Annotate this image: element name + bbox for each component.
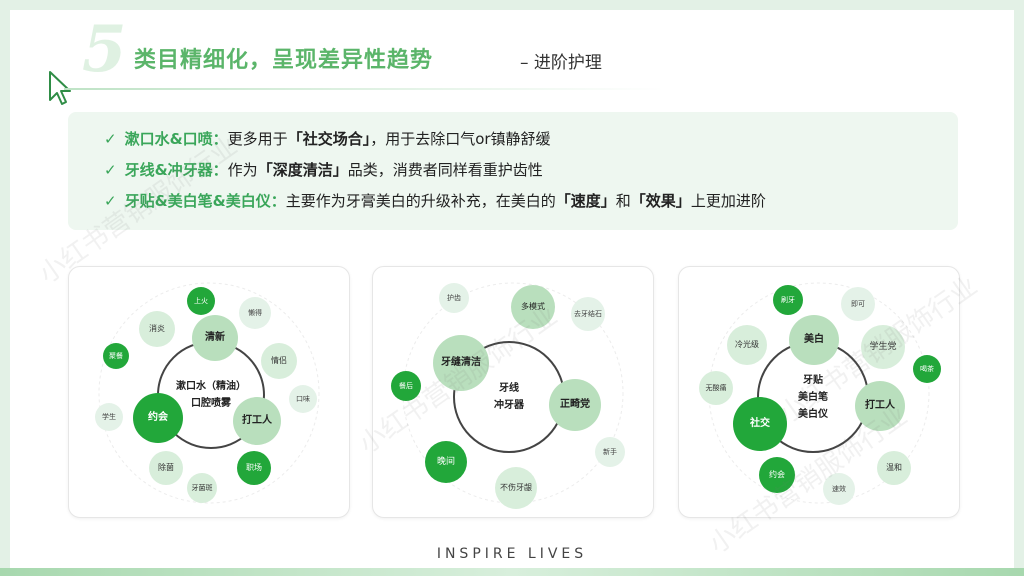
check-icon: ✓	[104, 130, 117, 148]
section-number: 5	[82, 12, 127, 87]
bubble: 打工人	[233, 397, 281, 445]
bubble: 学生党	[861, 325, 905, 369]
bubble: 餐后	[391, 371, 421, 401]
bubble: 口味	[289, 385, 317, 413]
bullet-whitening: ✓ 牙贴&美白笔&美白仪：主要作为牙膏美白的升级补充，在美白的「速度」和「效果」上…	[104, 190, 766, 211]
bubble: 速效	[823, 473, 855, 505]
bubble: 懒得	[239, 297, 271, 329]
bubble: 牙缝清洁	[433, 335, 489, 391]
center-label: 美白笔	[798, 391, 828, 403]
panel-ring	[402, 282, 624, 504]
check-icon: ✓	[104, 161, 117, 179]
bubble: 社交	[733, 397, 787, 451]
bullet-text: ，用于去除口气or镇静舒缓	[370, 130, 551, 148]
bullet-text: 上更加进阶	[690, 192, 766, 210]
center-label: 漱口水（精油）	[176, 381, 246, 392]
panel-floss: 牙线冲牙器 牙缝清洁 正畸党 晚间 不伤牙龈 多模式 护齿 去牙结石 餐后 新手	[372, 266, 654, 518]
bullet-text: 品类，消费者同样看重护齿性	[347, 161, 543, 179]
bubble: 聚餐	[103, 343, 129, 369]
footer-tagline: INSPIRE LIVES	[436, 546, 588, 562]
bubble: 温和	[877, 451, 911, 485]
summary-box: ✓ 漱口水&口喷：更多用于「社交场合」，用于去除口气or镇静舒缓 ✓ 牙线&冲牙器：…	[68, 112, 958, 230]
bubble: 打工人	[855, 381, 905, 431]
bullet-text: 作为	[227, 161, 258, 179]
page-subtitle: – 进阶护理	[520, 53, 602, 73]
bullet-bold: 「效果」	[630, 192, 691, 210]
center-label: 美白仪	[798, 408, 828, 420]
bubble: 护齿	[439, 283, 469, 313]
bubble: 即可	[841, 287, 875, 321]
bubble: 学生	[95, 403, 123, 431]
center-label: 冲牙器	[494, 400, 524, 411]
bullet-bold: 「速度」	[555, 192, 616, 210]
bubble: 约会	[759, 457, 795, 493]
bullet-bold: 「社交场合」	[287, 130, 371, 148]
bubble: 除菌	[149, 451, 183, 485]
bullet-head: 牙贴&美白笔&美白仪：	[124, 192, 286, 210]
bubble: 去牙结石	[571, 297, 605, 331]
panel-ring	[98, 282, 320, 504]
bullet-head: 牙线&冲牙器：	[124, 161, 228, 179]
bubble: 约会	[133, 393, 183, 443]
panel-ring	[708, 282, 930, 504]
bubble: 不伤牙龈	[495, 467, 537, 509]
center-label: 牙线	[499, 383, 519, 394]
bubble: 情侣	[261, 343, 297, 379]
check-icon: ✓	[104, 192, 117, 210]
bubble: 美白	[789, 315, 839, 365]
bubble: 新手	[595, 437, 625, 467]
bubble: 喝茶	[913, 355, 941, 383]
bottom-band	[0, 568, 1024, 576]
bubble: 职场	[237, 451, 271, 485]
bubble: 晚间	[425, 441, 467, 483]
header-divider	[64, 88, 664, 90]
bubble: 牙菌斑	[187, 473, 217, 503]
panel-mouthwash: 漱口水（精油）口腔喷雾 清新 约会 打工人 职场 除菌 消炎 上火 懒得 情侣 …	[68, 266, 350, 518]
page-title: 类目精细化，呈现差异性趋势	[134, 48, 434, 73]
bubble: 上火	[187, 287, 215, 315]
bullet-head: 漱口水&口喷：	[124, 130, 228, 148]
bubble: 冷光级	[727, 325, 767, 365]
bubble: 刷牙	[773, 285, 803, 315]
bullet-text: 主要作为牙膏美白的升级补充，在美白的	[285, 192, 556, 210]
bubble: 清新	[192, 315, 238, 361]
slide-header: 5 类目精细化，呈现差异性趋势 – 进阶护理	[40, 18, 1000, 108]
bubble: 消炎	[139, 311, 175, 347]
bubble: 正畸党	[549, 379, 601, 431]
bullet-text: 更多用于	[227, 130, 288, 148]
bullet-text: 和	[615, 192, 631, 210]
cursor-icon	[49, 71, 71, 105]
bullet-floss: ✓ 牙线&冲牙器：作为「深度清洁」品类，消费者同样看重护齿性	[104, 159, 543, 180]
center-label: 口腔喷雾	[191, 398, 231, 409]
center-label: 牙贴	[803, 374, 823, 386]
bullet-bold: 「深度清洁」	[257, 161, 348, 179]
bubble: 无酸痛	[699, 371, 733, 405]
bubble: 多模式	[511, 285, 555, 329]
bullet-mouthwash: ✓ 漱口水&口喷：更多用于「社交场合」，用于去除口气or镇静舒缓	[104, 128, 551, 149]
panel-whitening: 牙贴美白笔美白仪 美白 社交 打工人 学生党 约会 冷光级 刷牙 即可 无酸痛 …	[678, 266, 960, 518]
